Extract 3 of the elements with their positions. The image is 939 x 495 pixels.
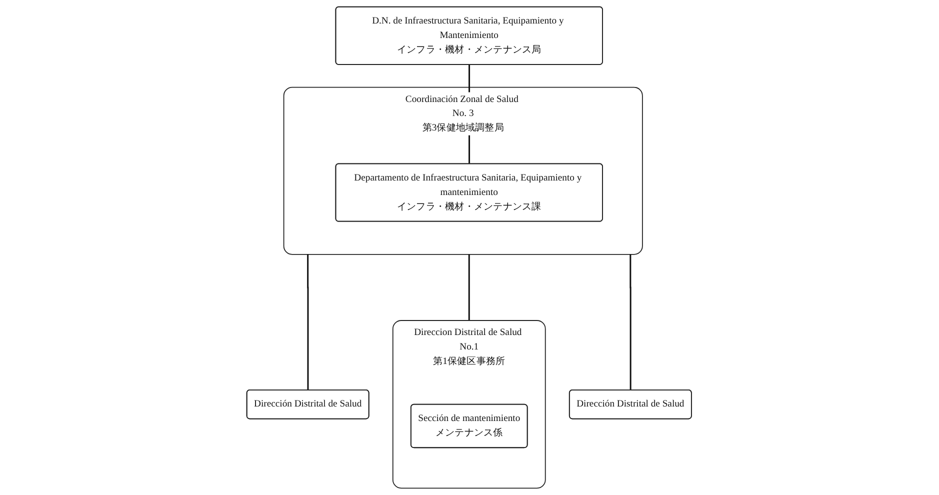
connector — [630, 254, 632, 391]
connector — [468, 254, 470, 322]
connector — [307, 254, 310, 391]
